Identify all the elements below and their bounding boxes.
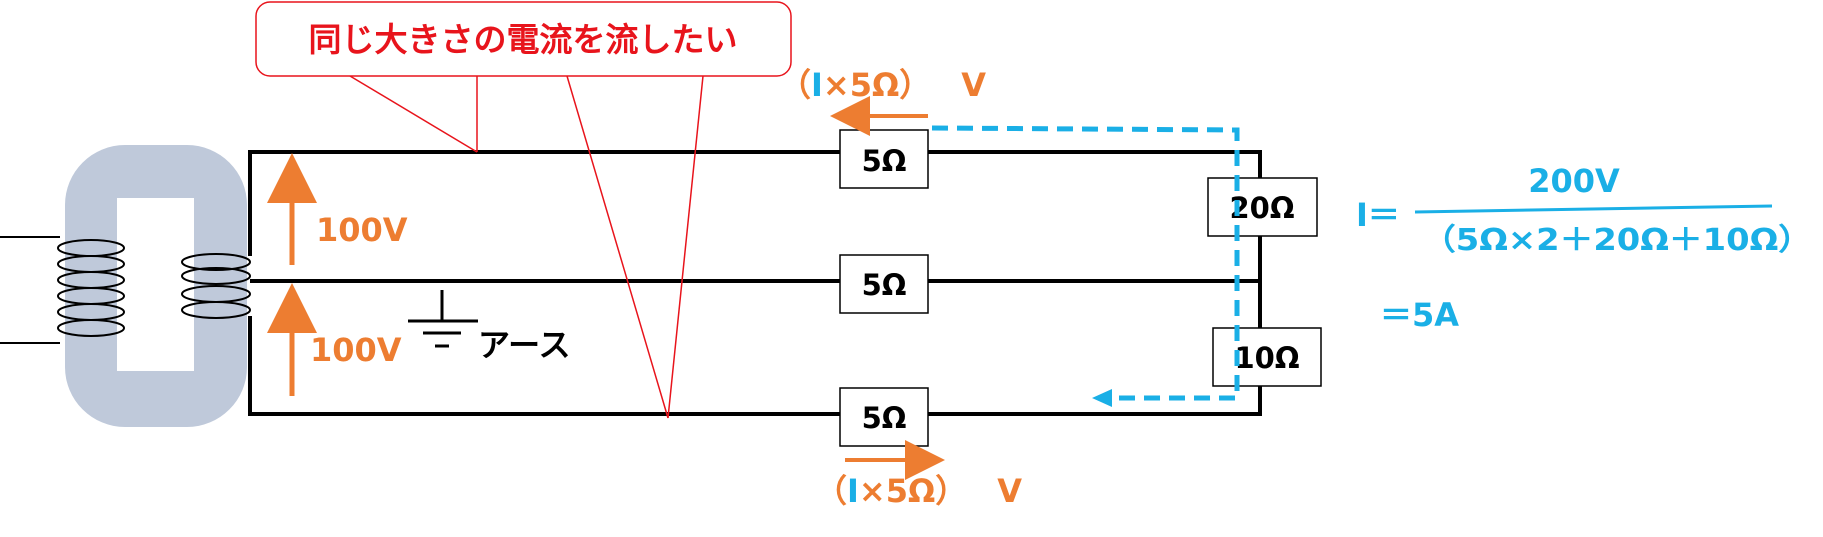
drop-bottom-current: I xyxy=(847,472,859,510)
voltage-label-lower: 100V xyxy=(310,331,402,369)
formula-denominator: （5Ω×2＋20Ω＋10Ω） xyxy=(1422,223,1812,258)
drop-top-unit: V xyxy=(961,66,986,104)
resistor-top-label: 5Ω xyxy=(862,144,907,178)
drop-bottom-unit: V xyxy=(997,472,1022,510)
ground-symbol xyxy=(408,290,478,348)
resistor-bottom-label: 5Ω xyxy=(862,401,907,435)
drop-label-bottom: （I×5Ω） V xyxy=(815,472,1022,510)
callout-text: 同じ大きさの電流を流したい xyxy=(309,20,738,59)
resistor-right-lower: 10Ω xyxy=(1212,327,1322,387)
ground-label: アース xyxy=(478,326,570,364)
drop-bottom-rest: ×5Ω） xyxy=(859,472,967,510)
primary-coil xyxy=(0,236,125,344)
resistor-middle: 5Ω xyxy=(839,254,929,314)
secondary-coil xyxy=(181,253,251,319)
fraction-bar xyxy=(1414,204,1773,214)
drop-label-top: （I×5Ω） V xyxy=(779,66,986,104)
resistor-right-lower-label: 10Ω xyxy=(1234,341,1299,375)
formula-result: ＝5A xyxy=(1380,296,1459,334)
current-arrowhead xyxy=(1092,389,1112,407)
drop-top-open: （ xyxy=(779,66,811,104)
formula-lhs: I＝ xyxy=(1356,196,1400,234)
callout-balloon: 同じ大きさの電流を流したい xyxy=(255,1,792,419)
resistor-right-upper-label: 20Ω xyxy=(1229,191,1294,225)
formula-numerator: 200V xyxy=(1528,162,1620,200)
current-path xyxy=(931,125,1240,401)
resistor-top: 5Ω xyxy=(839,129,929,189)
resistor-middle-label: 5Ω xyxy=(862,268,907,302)
drop-bottom-open: （ xyxy=(815,472,847,510)
resistor-right-upper: 20Ω xyxy=(1207,177,1318,237)
resistor-bottom: 5Ω xyxy=(839,387,929,447)
circuit-wires xyxy=(248,150,1262,416)
voltage-label-upper: 100V xyxy=(316,211,408,249)
current-formula: I＝ 200V （5Ω×2＋20Ω＋10Ω） ＝5A xyxy=(1356,162,1812,334)
transformer-core xyxy=(65,145,247,427)
drop-top-current: I xyxy=(811,66,823,104)
drop-top-rest: ×5Ω） xyxy=(823,66,931,104)
